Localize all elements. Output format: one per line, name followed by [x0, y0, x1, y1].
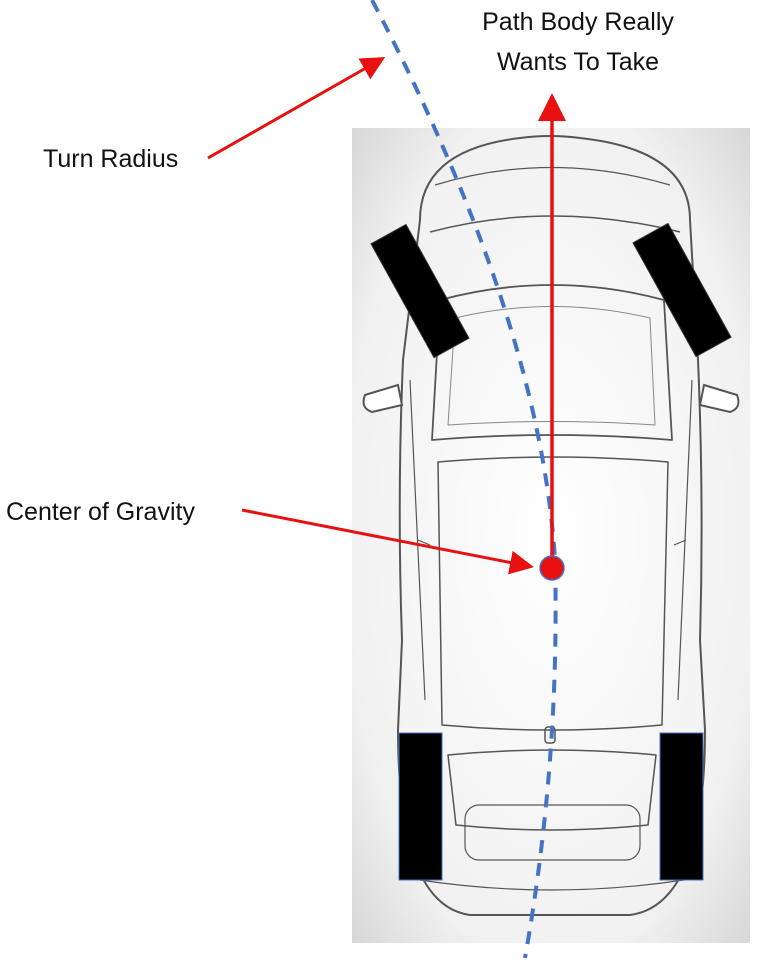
center-of-gravity-dot	[539, 555, 565, 581]
turn-radius-label: Turn Radius	[43, 145, 178, 173]
car-outline	[397, 135, 706, 916]
rear-left-tire	[398, 732, 443, 881]
turn-radius-path	[370, 0, 558, 959]
path-label-line1: Path Body Really	[482, 8, 674, 36]
right-mirror	[698, 383, 740, 414]
front-left-tire	[370, 223, 470, 359]
roof	[437, 456, 669, 731]
windshield	[431, 284, 673, 441]
rear-right-tire	[659, 732, 704, 881]
rear-plate-area	[464, 804, 641, 861]
rear-window	[447, 749, 657, 831]
path-label-line2: Wants To Take	[497, 48, 659, 76]
front-right-tire	[632, 222, 732, 358]
left-mirror	[362, 383, 404, 414]
center-of-gravity-pointer	[241, 508, 534, 575]
turn-radius-pointer	[207, 57, 386, 160]
center-of-gravity-label: Center of Gravity	[6, 498, 195, 526]
